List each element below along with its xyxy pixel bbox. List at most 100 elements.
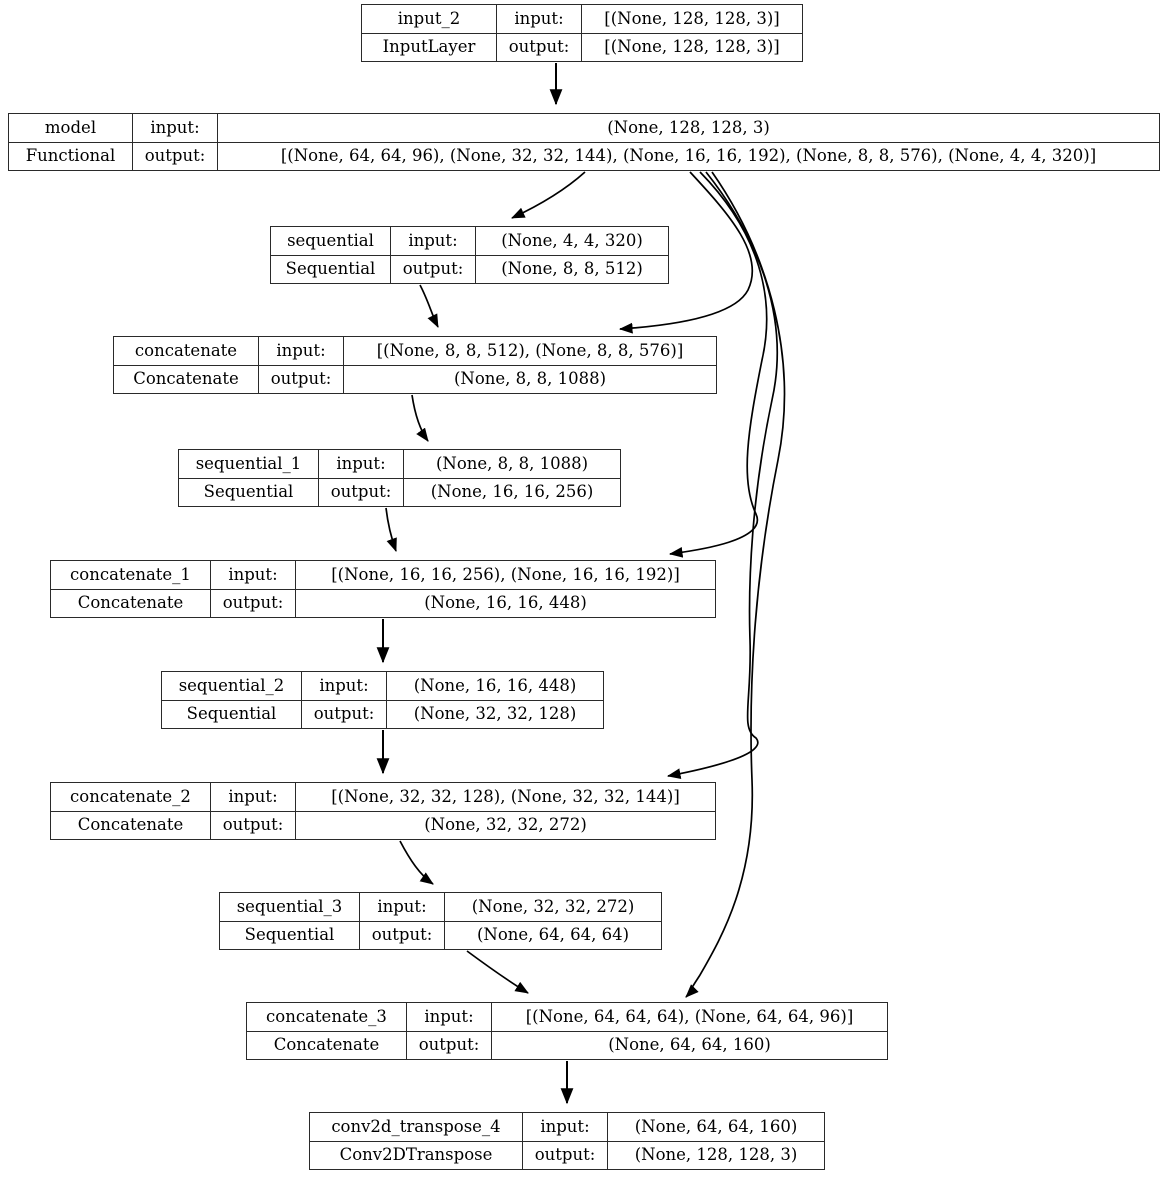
edge-model-to-sequential — [511, 171, 586, 219]
edge-concatenate-to-sequential_1 — [411, 394, 429, 442]
layer-name: model — [9, 114, 133, 142]
layer-class: InputLayer — [362, 33, 497, 61]
layer-class: Sequential — [271, 255, 391, 283]
input-shape: (None, 16, 16, 448) — [413, 675, 577, 695]
layer-class: Concatenate — [247, 1031, 407, 1059]
input-label: input: — [211, 783, 296, 811]
output-label: output: — [259, 365, 344, 393]
layer-name: sequential_3 — [220, 893, 360, 921]
input-label: input: — [133, 114, 218, 142]
output-shape: (None, 32, 32, 272) — [424, 815, 587, 834]
output-label: output: — [523, 1141, 608, 1169]
layer-class: Concatenate — [51, 811, 211, 839]
input-label: input: — [259, 337, 344, 365]
input-shape: [(None, 128, 128, 3)] — [604, 8, 780, 28]
layer-name: concatenate_1 — [51, 561, 211, 589]
layer-class: Functional — [9, 142, 133, 170]
output-label: output: — [497, 33, 582, 61]
layer-class: Conv2DTranspose — [310, 1141, 523, 1169]
layer-name: concatenate — [114, 337, 259, 365]
layer-name: concatenate_3 — [247, 1003, 407, 1031]
input-shape: [(None, 64, 64, 64), (None, 64, 64, 96)] — [525, 1006, 854, 1026]
output-label: output: — [319, 478, 404, 506]
input-shape: (None, 32, 32, 272) — [471, 896, 635, 916]
input-label: input: — [360, 893, 445, 921]
input-shape: [(None, 8, 8, 512), (None, 8, 8, 576)] — [376, 340, 684, 360]
input-shape: (None, 128, 128, 3) — [607, 117, 770, 137]
edge-model-to-concatenate_2 — [666, 171, 779, 780]
layer-class: Sequential — [179, 478, 319, 506]
output-label: output: — [391, 255, 476, 283]
input-label: input: — [497, 5, 582, 33]
output-label: output: — [360, 921, 445, 949]
output-shape: (None, 64, 64, 64) — [476, 925, 630, 944]
output-shape: (None, 64, 64, 160) — [608, 1035, 771, 1054]
edge-sequential_1-to-concatenate_1 — [385, 507, 397, 552]
output-shape: (None, 16, 16, 256) — [430, 482, 594, 501]
layer-name: sequential_1 — [179, 450, 319, 478]
output-label: output: — [407, 1031, 492, 1059]
layer-name: concatenate_2 — [51, 783, 211, 811]
layer-name: input_2 — [362, 5, 497, 33]
layer-name: conv2d_transpose_4 — [310, 1113, 523, 1141]
layer-class: Concatenate — [114, 365, 259, 393]
output-label: output: — [133, 142, 218, 170]
input-label: input: — [407, 1003, 492, 1031]
layer-class: Concatenate — [51, 589, 211, 617]
layer-class: Sequential — [162, 700, 302, 728]
output-shape: [(None, 128, 128, 3)] — [604, 37, 780, 56]
output-shape: [(None, 64, 64, 96), (None, 32, 32, 144)… — [280, 146, 1097, 165]
input-label: input: — [211, 561, 296, 589]
input-label: input: — [391, 227, 476, 255]
output-shape: (None, 16, 16, 448) — [424, 593, 587, 612]
input-shape: [(None, 16, 16, 256), (None, 16, 16, 192… — [331, 564, 680, 584]
input-label: input: — [319, 450, 404, 478]
output-shape: (None, 128, 128, 3) — [634, 1145, 798, 1164]
input-label: input: — [523, 1113, 608, 1141]
output-label: output: — [211, 811, 296, 839]
output-shape: (None, 32, 32, 128) — [413, 704, 577, 723]
output-shape: (None, 8, 8, 512) — [501, 259, 643, 278]
input-shape: [(None, 32, 32, 128), (None, 32, 32, 144… — [331, 786, 680, 806]
input-shape: (None, 4, 4, 320) — [501, 230, 643, 250]
edge-sequential_3-to-concatenate_3 — [466, 950, 529, 994]
input-label: input: — [302, 672, 387, 700]
layer-name: sequential — [271, 227, 391, 255]
input-shape: (None, 8, 8, 1088) — [435, 453, 589, 473]
edge-sequential-to-concatenate — [419, 284, 439, 328]
layer-class: Sequential — [220, 921, 360, 949]
layer-name: sequential_2 — [162, 672, 302, 700]
